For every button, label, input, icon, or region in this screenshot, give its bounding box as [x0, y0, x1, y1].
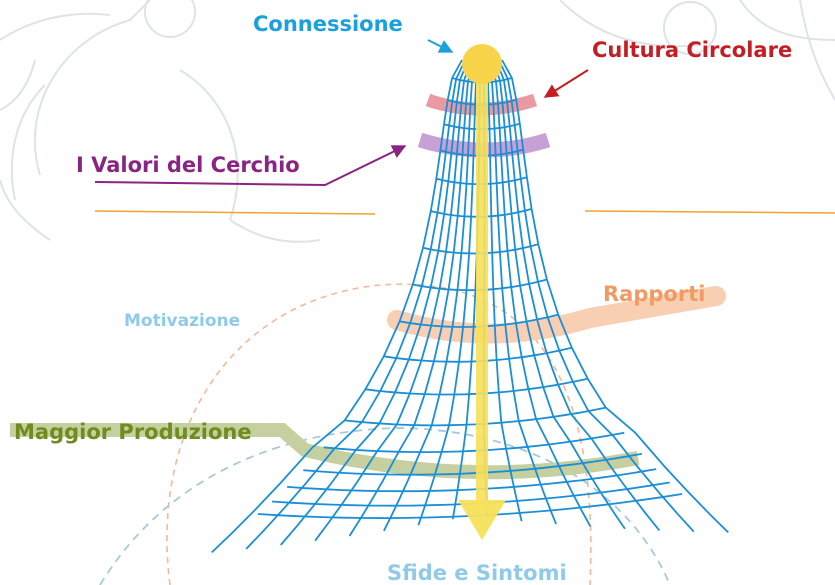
mesh-meridian: [501, 59, 729, 534]
mesh-meridian: [485, 63, 523, 522]
orange-divider-left: [94, 210, 376, 215]
mesh-meridian: [348, 62, 474, 537]
axis-arrowhead: [458, 500, 506, 540]
mesh-ring: [344, 406, 606, 427]
mesh-ring: [287, 468, 657, 493]
produzione-band: [10, 423, 640, 480]
sfide-circle: [99, 427, 671, 585]
gear-icon: [0, 0, 835, 243]
sfide-sintomi-label: Sfide e Sintomi: [387, 561, 567, 585]
valori-cerchio-label: I Valori del Cerchio: [76, 153, 300, 177]
connessione-point: [462, 44, 502, 84]
orange-divider-right: [584, 210, 835, 214]
mesh-meridian: [493, 62, 626, 530]
rapporti-band: [387, 286, 726, 344]
connessione-label: Connessione: [253, 12, 403, 36]
motivazione-label: Motivazione: [124, 311, 240, 331]
mesh-meridian: [383, 63, 477, 532]
mesh-ring: [303, 452, 643, 476]
mesh-meridian: [245, 60, 466, 550]
rapporti-label: Rapporti: [603, 282, 705, 306]
mesh-meridian: [487, 63, 557, 525]
mesh-meridian: [495, 61, 661, 531]
connessione-arrow: [427, 39, 454, 53]
valori-arrow: [94, 145, 407, 187]
mesh-meridian: [490, 62, 592, 528]
mesh-meridian: [211, 59, 463, 554]
mesh-meridian: [314, 62, 471, 542]
mesh-meridian: [498, 60, 695, 533]
cultura-arrow: [543, 69, 589, 98]
cultura-circolare-label: Cultura Circolare: [592, 38, 792, 62]
motivazione-circle: [166, 283, 592, 585]
mesh-ring: [323, 431, 625, 453]
funnel-mesh: [211, 59, 729, 554]
mesh-meridian: [280, 61, 469, 546]
maggior-produzione-label: Maggior Produzione: [14, 420, 252, 444]
mesh-meridian: [417, 63, 479, 526]
